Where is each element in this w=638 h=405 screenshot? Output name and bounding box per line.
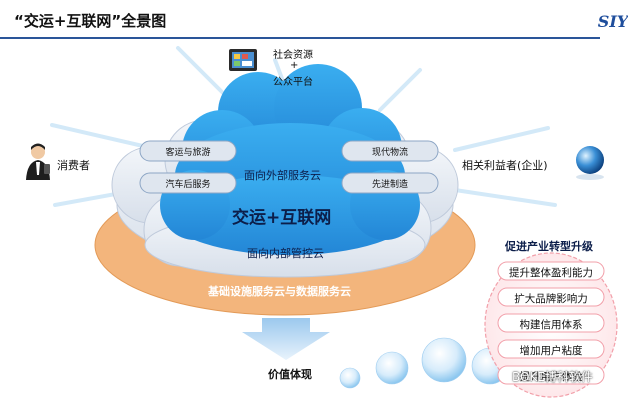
upgrade-item: 构建信用体系	[519, 319, 583, 331]
pill-auto-aftermarket: 汽车后服务	[165, 180, 211, 190]
value-label: 价值体现	[268, 368, 312, 381]
value-arrow	[242, 318, 330, 360]
title-divider	[0, 37, 600, 39]
top-node-line2: +	[290, 60, 299, 71]
right-node-label: 相关利益者(企业)	[462, 159, 548, 172]
svg-text:SIY: SIY	[598, 12, 628, 31]
upgrade-item-pills	[497, 261, 605, 385]
page-title: “交运+互联网”全景图	[14, 12, 167, 30]
upgrade-item: 增加用户粘度	[519, 345, 583, 357]
upgrade-item: 提升整体盈利能力	[509, 267, 593, 279]
upgrade-item: 提升用户体验	[519, 371, 583, 383]
service-pills	[139, 140, 439, 194]
cloud-title: 交运+互联网	[232, 208, 332, 228]
outer-service-cloud-label: 面向外部服务云	[244, 169, 321, 182]
consumer-person-icon	[26, 143, 50, 180]
upgrade-item: 扩大品牌影响力	[514, 293, 588, 305]
base-services-label: 基础设施服务云与数据服务云	[208, 285, 351, 298]
company-logo: SIY	[598, 8, 628, 34]
pill-modern-logistics: 现代物流	[371, 148, 408, 158]
globe-icon	[576, 146, 604, 180]
top-node-line3: 公众平台	[273, 77, 313, 88]
pill-advanced-manufacturing: 先进制造	[371, 180, 408, 190]
watermark: BOKE博科软件	[512, 370, 593, 384]
tablet-icon	[229, 49, 257, 71]
upgrade-title: 促进产业转型升级	[505, 240, 593, 253]
top-node-line1: 社会资源	[273, 50, 313, 61]
value-bubbles	[339, 337, 509, 389]
left-node-label: 消费者	[57, 159, 90, 172]
inner-control-cloud-label: 面向内部管控云	[247, 247, 324, 260]
pill-passenger-tourism: 客运与旅游	[165, 148, 211, 158]
